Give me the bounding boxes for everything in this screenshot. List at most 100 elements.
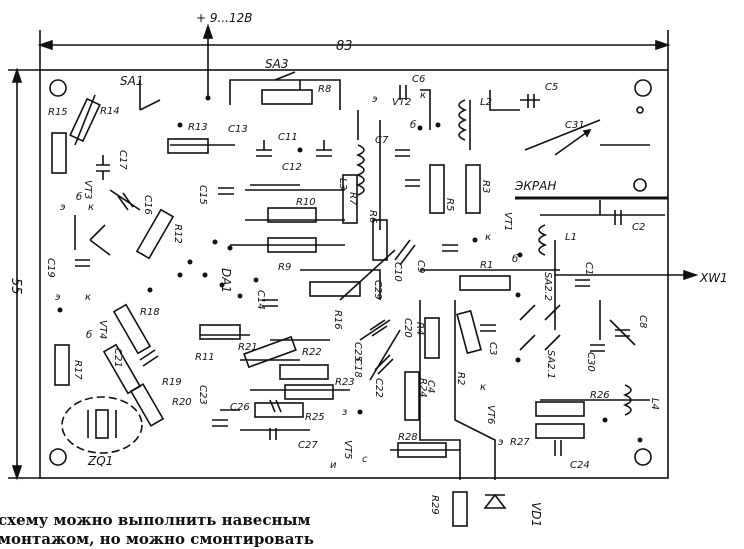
pin-label-b: б	[512, 253, 518, 265]
mounting-hole	[49, 448, 67, 466]
capacitor-label: C12	[282, 162, 302, 173]
pin-label-b: б	[410, 119, 416, 131]
board-outline	[39, 69, 669, 479]
capacitor-label: C17	[117, 150, 128, 170]
resistor-label: R14	[100, 106, 120, 117]
capacitor-label: C26	[230, 402, 250, 413]
resistor-label: R24	[417, 378, 428, 398]
pin-label-k: к	[480, 382, 486, 393]
capacitor-label: C20	[402, 318, 413, 338]
chip-label: DA1	[219, 268, 233, 293]
resistor-label: R21	[238, 342, 258, 353]
capacitor-label: C10	[392, 262, 403, 282]
capacitor-label: C15	[197, 185, 208, 205]
capacitor-label: C11	[278, 132, 298, 143]
resistor-label: R20	[172, 397, 192, 408]
capacitor-label: C6	[412, 74, 425, 85]
switch-label-sa3: SA3	[265, 57, 288, 71]
capacitor-label: C22	[373, 378, 384, 398]
screen-label: ЭКРАН	[514, 179, 556, 193]
transistor-label: VT2	[392, 97, 411, 108]
width-dimension-label: 83	[336, 39, 353, 54]
height-dimension-label: 55	[8, 278, 23, 295]
capacitor-label: C3	[487, 342, 498, 355]
mounting-hole	[634, 79, 652, 97]
capacitor-label: C25	[352, 342, 363, 362]
resistor-label: R5	[444, 198, 455, 211]
inductor-label: L3	[337, 178, 348, 190]
transistor-label: VT5	[342, 440, 353, 459]
pin-label-e: э	[498, 437, 504, 448]
transistor-label: VT3	[82, 180, 93, 199]
transistor-label: VT1	[502, 212, 513, 231]
resistor-label: R7	[347, 192, 358, 206]
transistor-label: VT6	[485, 405, 496, 424]
switch-label-sa1: SA1	[120, 74, 143, 88]
resistor-label: R19	[162, 377, 182, 388]
capacitor-label: C16	[142, 195, 153, 215]
capacitor-label: C4	[425, 380, 436, 393]
pin-label-i: и	[330, 460, 337, 471]
resistor-label: R22	[302, 347, 322, 358]
capacitor-label: C9	[415, 260, 426, 273]
inductor-label: L1	[565, 232, 577, 243]
capacitor-label: C23	[197, 385, 208, 405]
pin-label-s: с	[362, 454, 368, 465]
diode-label: VD1	[529, 502, 543, 527]
pin-label-b: б	[86, 329, 92, 341]
capacitor-label: C19	[45, 258, 56, 278]
capacitor-label: C13	[228, 124, 248, 135]
capacitor-label: C27	[298, 440, 318, 451]
pin-label-b: б	[76, 191, 82, 203]
power-label: + 9...12В	[196, 11, 252, 25]
resistor-label: R8	[318, 84, 331, 95]
capacitor-label: C8	[637, 315, 648, 328]
capacitor-label: C21	[112, 348, 123, 368]
pin-label-e: э	[60, 202, 66, 213]
capacitor-label: C30	[585, 352, 596, 372]
capacitor-label: C7	[375, 135, 389, 146]
pin-label-k: к	[485, 232, 491, 243]
capacitor-label: C24	[570, 460, 590, 471]
capacitor-label: C29	[372, 280, 383, 300]
capacitor-label: C5	[545, 82, 558, 93]
resistor-label: R4	[414, 322, 425, 335]
pin-label-z: з	[342, 407, 347, 418]
resistor-label: R10	[296, 197, 316, 208]
resistor-label: R2	[455, 372, 466, 385]
resistor-label: R6	[367, 210, 378, 223]
caption-line: монтажом, но можно смонтировать	[0, 530, 314, 548]
inductor-label: L4	[649, 398, 660, 410]
resistor-label: R9	[278, 262, 291, 273]
resistor-label: R13	[188, 122, 208, 133]
resistor-label: R29	[429, 495, 440, 515]
resistor-label: R17	[72, 360, 83, 380]
quartz-label: ZQ1	[87, 454, 113, 468]
capacitor-label: C2	[632, 222, 645, 233]
resistor-label: R25	[305, 412, 325, 423]
pin-label-e: э	[372, 94, 378, 105]
inductor-label: L2	[480, 97, 492, 108]
pin-label-k: к	[88, 202, 94, 213]
capacitor-label: C14	[255, 290, 266, 310]
capacitor-label: C1	[583, 262, 594, 275]
transistor-label: VT4	[97, 320, 108, 339]
resistor-label: R1	[480, 260, 493, 271]
resistor-label: R12	[172, 224, 183, 244]
switch-label-sa2-2: SA2.2	[542, 272, 553, 301]
resistor-label: R27	[510, 437, 530, 448]
pin-label-k: к	[85, 292, 91, 303]
resistor-label: R11	[195, 352, 215, 363]
resistor-label: R28	[398, 432, 418, 443]
caption-text: схему можно выполнить навесным монтажом,…	[0, 511, 418, 549]
pin-label-e: э	[55, 292, 61, 303]
capacitor-label: C31	[565, 120, 585, 131]
switch-label-sa2-1: SA2.1	[545, 350, 556, 379]
resistor-label: R26	[590, 390, 610, 401]
pin-label-k: к	[420, 90, 426, 101]
resistor-label: R18	[140, 307, 160, 318]
capacitor-label: C18	[352, 358, 363, 378]
output-label: XW1	[699, 271, 728, 285]
mounting-hole	[49, 79, 67, 97]
